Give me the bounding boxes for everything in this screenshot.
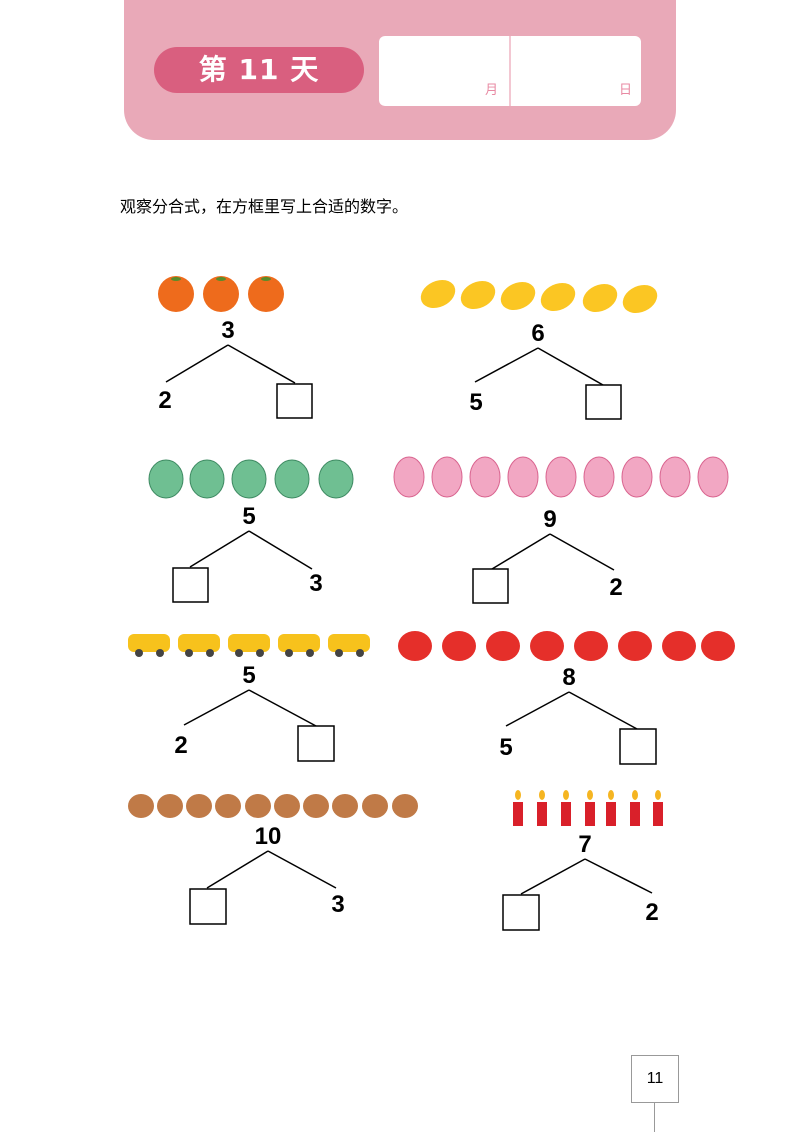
left-number: 2 [174, 732, 187, 759]
easter-egg-icon [393, 456, 729, 498]
branch-left [491, 533, 551, 570]
branch-right [537, 347, 604, 386]
drum-icon [398, 631, 735, 661]
right-number: 3 [331, 891, 344, 918]
answer-box[interactable] [502, 894, 540, 931]
instruction-text: 观察分合式，在方框里写上合适的数字。 [120, 197, 409, 216]
date-divider [509, 36, 511, 106]
total-number: 9 [543, 506, 556, 533]
candle-icon [513, 790, 663, 826]
problem-1: 3 2 [158, 276, 313, 419]
total-number: 7 [578, 831, 591, 858]
total-number: 5 [242, 503, 255, 530]
branch-right [267, 850, 337, 889]
problem-6: 8 5 [398, 631, 735, 765]
branch-right [584, 858, 653, 894]
branch-left [206, 850, 269, 889]
answer-box[interactable] [172, 567, 209, 603]
branch-right [227, 344, 296, 384]
answer-box[interactable] [276, 383, 313, 419]
mango-icon [420, 279, 658, 314]
branch-left [520, 858, 586, 895]
day-title: 第 11 天 [154, 47, 364, 93]
total-number: 6 [531, 320, 544, 347]
right-number: 2 [609, 574, 622, 601]
branch-left [189, 530, 250, 568]
problem-8: 7 2 [502, 790, 663, 931]
day-header: 第 11 天 月 日 [124, 0, 676, 140]
left-number: 2 [158, 387, 171, 414]
branch-left [165, 344, 229, 383]
month-label: 月 [485, 83, 499, 98]
branch-left [183, 689, 250, 726]
total-number: 8 [562, 664, 575, 691]
problem-3: 5 3 [148, 459, 354, 603]
problem-7: 10 3 [128, 794, 418, 925]
page-number: 11 [631, 1055, 679, 1103]
branch-left [505, 691, 570, 727]
problem-4: 9 2 [393, 456, 729, 604]
date-field[interactable]: 月 日 [379, 36, 641, 106]
green-pepper-icon [148, 459, 354, 499]
answer-box[interactable] [297, 725, 335, 762]
answer-box[interactable] [189, 888, 227, 925]
chestnut-icon [128, 794, 418, 818]
answer-box[interactable] [619, 728, 657, 765]
answer-box[interactable] [585, 384, 622, 420]
right-number: 3 [309, 570, 322, 597]
left-number: 5 [469, 389, 482, 416]
total-number: 3 [221, 317, 234, 344]
right-number: 2 [645, 899, 658, 926]
page-number-line [654, 1102, 655, 1132]
orange-icon [158, 276, 284, 312]
left-number: 5 [499, 734, 512, 761]
total-number: 10 [255, 823, 282, 850]
branch-right [549, 533, 615, 571]
answer-box[interactable] [472, 568, 509, 604]
toy-car-icon [128, 634, 370, 657]
day-unit-label: 日 [619, 83, 633, 98]
branch-right [568, 691, 638, 730]
branch-left [474, 347, 539, 383]
branch-right [248, 530, 313, 570]
problem-5: 5 2 [128, 634, 370, 762]
problem-2: 6 5 [420, 279, 658, 420]
branch-right [248, 689, 317, 727]
total-number: 5 [242, 662, 255, 689]
